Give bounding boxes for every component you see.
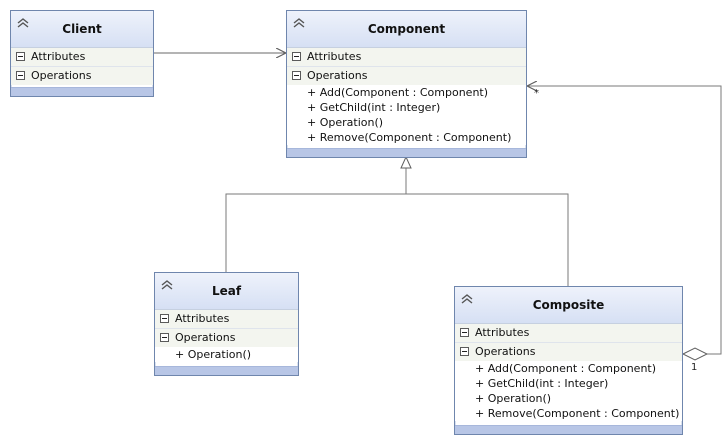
client-attributes-label: Attributes <box>31 50 86 63</box>
client-header[interactable]: Client <box>11 11 153 48</box>
leaf-operations-section[interactable]: Operations <box>155 328 298 347</box>
client-attributes-section[interactable]: Attributes <box>11 48 153 66</box>
component-operation[interactable]: + GetChild(int : Integer) <box>307 101 441 114</box>
composite-operation[interactable]: + Operation() <box>475 392 552 405</box>
collapse-icon[interactable] <box>16 17 30 29</box>
leaf-header[interactable]: Leaf <box>155 273 298 310</box>
composite-attributes-section[interactable]: Attributes <box>455 324 682 342</box>
leaf-attributes-label: Attributes <box>175 312 230 325</box>
multiplicity-component-end: * <box>534 88 539 99</box>
generalization-triangle <box>400 155 412 169</box>
component-attributes-label: Attributes <box>307 50 362 63</box>
leaf-operations-label: Operations <box>175 331 236 344</box>
composite-operation[interactable]: + Add(Component : Component) <box>475 362 657 375</box>
component-operations-list: + Add(Component : Component) + GetChild(… <box>287 85 526 145</box>
composite-attributes-label: Attributes <box>475 326 530 339</box>
collapse-section-icon[interactable] <box>292 52 301 61</box>
generalization-composite-component <box>406 193 569 286</box>
collapse-section-icon[interactable] <box>16 71 25 80</box>
collapse-section-icon[interactable] <box>16 52 25 61</box>
client-class[interactable]: Client Attributes Operations <box>10 10 154 97</box>
aggregation-diamond <box>681 347 709 361</box>
leaf-title: Leaf <box>211 284 242 298</box>
composite-footer <box>455 425 682 434</box>
leaf-operations-list: + Operation() <box>155 347 298 362</box>
collapse-section-icon[interactable] <box>160 314 169 323</box>
leaf-footer <box>155 366 298 375</box>
collapse-section-icon[interactable] <box>460 347 469 356</box>
composite-operation[interactable]: + Remove(Component : Component) <box>475 407 680 420</box>
leaf-class[interactable]: Leaf Attributes Operations + Operation() <box>154 272 299 376</box>
collapse-icon[interactable] <box>160 279 174 291</box>
multiplicity-composite-end: 1 <box>691 362 698 373</box>
composite-class[interactable]: Composite Attributes Operations + Add(Co… <box>454 286 683 435</box>
composite-operations-section[interactable]: Operations <box>455 342 682 361</box>
component-attributes-section[interactable]: Attributes <box>287 48 526 66</box>
composite-operations-label: Operations <box>475 345 536 358</box>
component-operation[interactable]: + Remove(Component : Component) <box>307 131 512 144</box>
collapse-section-icon[interactable] <box>160 333 169 342</box>
component-title: Component <box>367 22 446 36</box>
composite-header[interactable]: Composite <box>455 287 682 324</box>
leaf-attributes-section[interactable]: Attributes <box>155 310 298 328</box>
component-operations-section[interactable]: Operations <box>287 66 526 85</box>
client-operations-label: Operations <box>31 69 92 82</box>
component-header[interactable]: Component <box>287 11 526 48</box>
component-class[interactable]: Component Attributes Operations + Add(Co… <box>286 10 527 158</box>
collapse-section-icon[interactable] <box>292 71 301 80</box>
component-operation[interactable]: + Add(Component : Component) <box>307 86 489 99</box>
component-operations-label: Operations <box>307 69 368 82</box>
composite-operation[interactable]: + GetChild(int : Integer) <box>475 377 609 390</box>
client-footer <box>11 87 153 96</box>
composite-title: Composite <box>532 298 605 312</box>
composite-operations-list: + Add(Component : Component) + GetChild(… <box>455 361 682 421</box>
generalization-leaf-component <box>225 168 407 272</box>
component-footer <box>287 148 526 157</box>
client-operations-section[interactable]: Operations <box>11 66 153 85</box>
client-title: Client <box>62 22 102 36</box>
collapse-icon[interactable] <box>460 293 474 305</box>
collapse-icon[interactable] <box>292 17 306 29</box>
collapse-section-icon[interactable] <box>460 328 469 337</box>
component-operation[interactable]: + Operation() <box>307 116 384 129</box>
leaf-operation[interactable]: + Operation() <box>175 348 252 361</box>
